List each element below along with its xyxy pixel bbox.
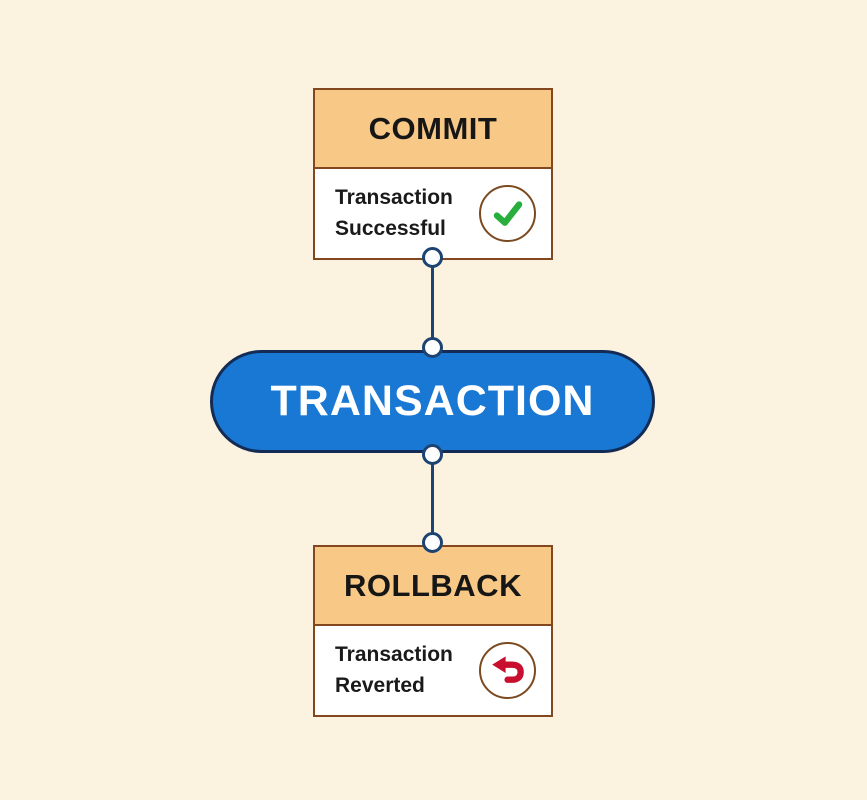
connector-port <box>422 247 443 268</box>
edge-commit-transaction <box>431 258 434 348</box>
rollback-description: Transaction Reverted <box>335 643 453 697</box>
commit-node: COMMIT Transaction Successful <box>313 88 553 260</box>
rollback-title: ROLLBACK <box>315 547 551 626</box>
rollback-node: ROLLBACK Transaction Reverted <box>313 545 553 717</box>
connector-port <box>422 337 443 358</box>
edge-transaction-rollback <box>431 455 434 543</box>
connector-port <box>422 444 443 465</box>
transaction-node: TRANSACTION <box>210 350 655 453</box>
commit-body: Transaction Successful <box>315 169 551 258</box>
undo-icon <box>479 642 536 699</box>
commit-description: Transaction Successful <box>335 186 453 240</box>
commit-title: COMMIT <box>315 90 551 169</box>
connector-port <box>422 532 443 553</box>
rollback-body: Transaction Reverted <box>315 626 551 715</box>
check-icon <box>479 185 536 242</box>
